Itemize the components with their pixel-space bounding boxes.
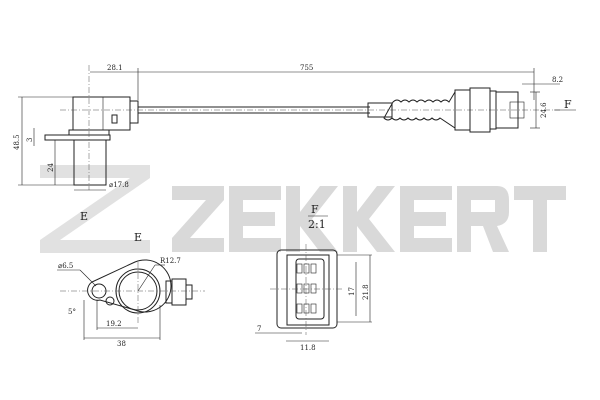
section-marker-e-top: E	[80, 210, 88, 223]
logo-letter-shape	[229, 186, 281, 252]
dim-outer-height: 21.8	[362, 284, 370, 300]
dim-diameter: ⌀17.8	[109, 181, 129, 189]
dim-flange: 3	[26, 138, 34, 142]
dim-connector-width: 11.8	[300, 344, 316, 352]
connector-pins	[296, 263, 317, 314]
view-marker-f: F	[564, 98, 572, 111]
zekkert-logo-watermark	[40, 165, 566, 253]
logo-letter-shape	[343, 186, 395, 252]
dim-inner-height: 17	[348, 287, 356, 296]
dim-body-length: 24	[47, 163, 55, 172]
dim-angle: 5°	[68, 308, 76, 316]
dim-radius: R12.7	[160, 257, 181, 265]
connector-view: F 2:1 17 21.8 7 11.8	[255, 203, 372, 352]
dim-cable-length: 755	[300, 64, 313, 72]
logo-letter-shape	[514, 186, 566, 252]
connector-view-scale: 2:1	[308, 218, 326, 231]
dim-overall: 38	[117, 340, 126, 348]
dim-hole-to-center: 19.2	[106, 320, 122, 328]
sensor-top-view: ⌀6.5 R12.7 5° 19.2 38	[57, 257, 205, 348]
sensor-side-view	[44, 65, 560, 190]
dim-connector-tip: 8.2	[552, 76, 563, 84]
logo-letter-shape	[400, 186, 452, 252]
dim-connector-height: 24.6	[540, 102, 548, 118]
dim-connector-offset: 7	[257, 325, 261, 333]
logo-letter-shape	[457, 186, 509, 252]
side-dimensions: 28.1 755 8.2 24.6 48.5 3 24 ⌀17.8 F E E	[13, 64, 576, 244]
connector-view-title: F	[311, 203, 319, 216]
logo-letter-shape	[286, 186, 338, 252]
logo-letter-shape	[172, 186, 224, 252]
dim-offset: 28.1	[107, 64, 123, 72]
dim-hole: ⌀6.5	[58, 262, 73, 270]
dim-total-height: 48.5	[13, 134, 21, 150]
section-marker-e-bottom: E	[134, 231, 142, 244]
cable-boot	[383, 87, 525, 133]
